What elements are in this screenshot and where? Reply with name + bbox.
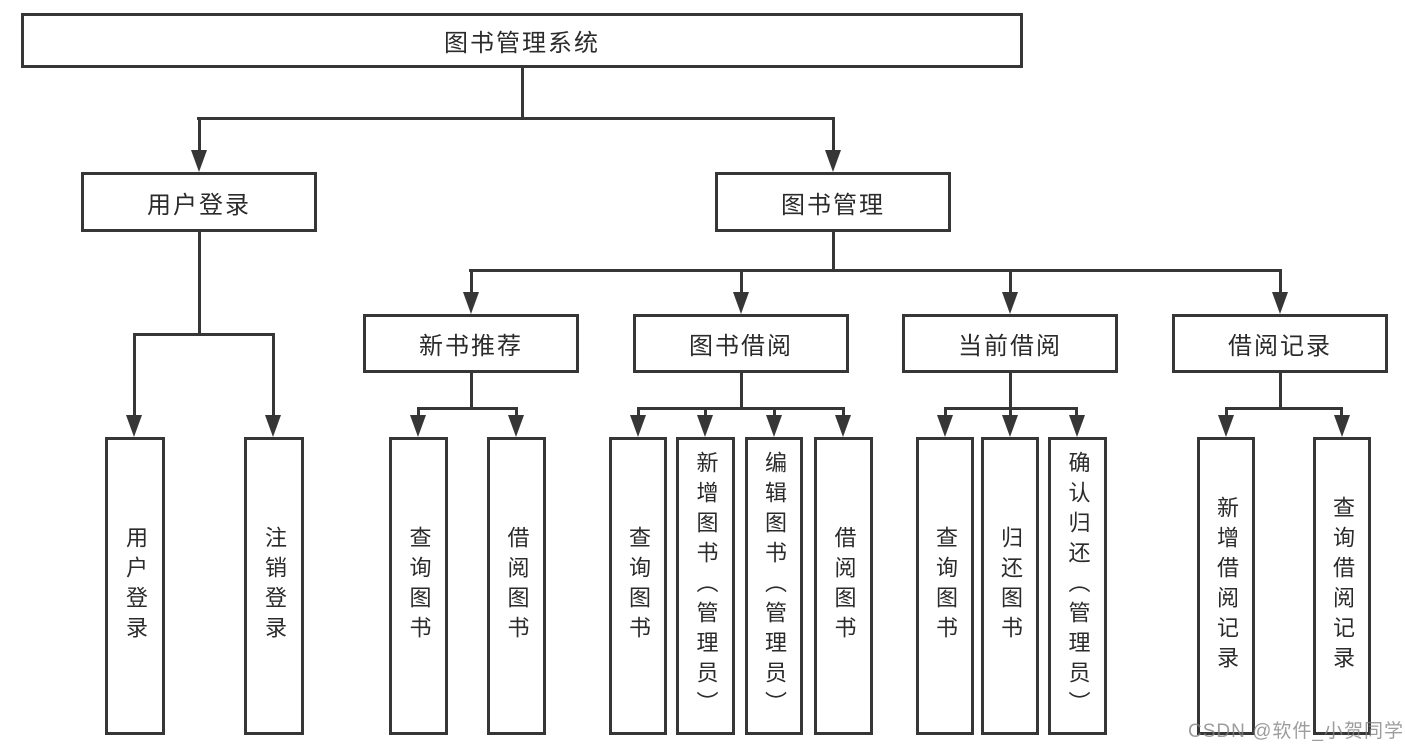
arrow-down-icon [1334, 415, 1350, 437]
arrow-down-icon [825, 150, 841, 172]
node-current-borrow: 当前借阅 [902, 314, 1118, 373]
connector-line [133, 333, 274, 336]
connector-line [842, 407, 845, 417]
connector-line [521, 68, 524, 118]
leaf-query-books-borrow: 查询图书 [609, 437, 667, 735]
leaf-borrow-books-recommend-label: 借阅图书 [504, 526, 530, 646]
connector-line [470, 373, 473, 410]
arrow-down-icon [1002, 292, 1018, 314]
arrow-down-icon [463, 292, 479, 314]
node-user-login: 用户登录 [81, 172, 317, 232]
connector-line [417, 407, 420, 417]
leaf-add-book-admin: 新增图书（管理员） [676, 437, 735, 735]
connector-line [1279, 269, 1282, 295]
arrow-down-icon [697, 415, 713, 437]
connector-line [1340, 407, 1343, 417]
node-book-management: 图书管理 [715, 172, 951, 232]
leaf-query-books-current: 查询图书 [916, 437, 974, 735]
connector-line [1279, 373, 1282, 410]
leaf-edit-book-admin: 编辑图书（管理员） [745, 437, 803, 735]
arrow-down-icon [937, 415, 953, 437]
node-borrow-records-label: 借阅记录 [1228, 333, 1332, 360]
node-book-management-label: 图书管理 [781, 191, 885, 219]
leaf-borrow-books-borrow: 借阅图书 [814, 437, 873, 735]
arrow-down-icon [766, 415, 782, 437]
arrow-down-icon [1272, 292, 1288, 314]
connector-line [198, 232, 201, 336]
arrow-down-icon [1069, 415, 1085, 437]
leaf-confirm-return-admin-label: 确认归还（管理员） [1065, 451, 1091, 721]
leaf-query-books-recommend-label: 查询图书 [406, 526, 432, 646]
node-book-borrow: 图书借阅 [633, 314, 849, 373]
arrow-down-icon [191, 150, 207, 172]
leaf-confirm-return-admin: 确认归还（管理员） [1048, 437, 1107, 735]
leaf-return-book-label: 归还图书 [998, 526, 1023, 646]
arrow-down-icon [508, 415, 524, 437]
node-borrow-records: 借阅记录 [1172, 314, 1388, 373]
connector-line [1225, 407, 1228, 417]
node-user-login-label: 用户登录 [147, 191, 251, 219]
arrow-down-icon [1218, 415, 1234, 437]
connector-line [1009, 407, 1012, 417]
arrow-down-icon [410, 415, 426, 437]
leaf-logout-label: 注销登录 [262, 526, 287, 646]
leaf-return-book: 归还图书 [981, 437, 1039, 735]
root-node: 图书管理系统 [21, 13, 1023, 68]
connector-line [832, 232, 835, 272]
connector-line [944, 407, 947, 417]
connector-line [198, 117, 201, 153]
connector-line [1075, 407, 1078, 417]
arrow-down-icon [630, 415, 646, 437]
arrow-down-icon [1002, 415, 1018, 437]
connector-line [704, 407, 707, 417]
leaf-edit-book-admin-label: 编辑图书（管理员） [762, 451, 787, 721]
connector-line [197, 117, 834, 120]
arrow-down-icon [265, 415, 281, 437]
leaf-add-borrow-record: 新增借阅记录 [1197, 437, 1255, 735]
arrow-down-icon [126, 415, 142, 437]
leaf-add-borrow-record-label: 新增借阅记录 [1214, 496, 1239, 676]
node-new-book-recommend: 新书推荐 [363, 314, 579, 373]
connector-line [470, 269, 473, 295]
connector-line [1009, 373, 1012, 410]
arrow-down-icon [733, 292, 749, 314]
csdn-watermark: CSDN @软件_小贺同学 [1188, 721, 1404, 742]
node-current-borrow-label: 当前借阅 [958, 333, 1062, 360]
root-node-label: 图书管理系统 [444, 30, 600, 57]
leaf-logout: 注销登录 [244, 437, 304, 735]
leaf-query-books-borrow-label: 查询图书 [626, 526, 651, 646]
connector-line [515, 407, 518, 417]
connector-line [740, 269, 743, 295]
leaf-query-books-current-label: 查询图书 [933, 526, 958, 646]
node-new-book-recommend-label: 新书推荐 [419, 333, 523, 360]
leaf-query-books-recommend: 查询图书 [389, 437, 448, 735]
connector-line [469, 269, 1281, 272]
connector-line [417, 407, 517, 410]
connector-line [1225, 407, 1343, 410]
connector-line [740, 373, 743, 410]
connector-line [832, 117, 835, 153]
connector-line [637, 407, 640, 417]
leaf-user-login-label: 用户登录 [123, 526, 148, 646]
connector-line [637, 407, 845, 410]
leaf-add-book-admin-label: 新增图书（管理员） [693, 451, 719, 721]
connector-line [133, 333, 136, 417]
arrow-down-icon [835, 415, 851, 437]
node-book-borrow-label: 图书借阅 [689, 333, 793, 360]
leaf-borrow-books-borrow-label: 借阅图书 [831, 526, 857, 646]
connector-line [272, 333, 275, 417]
leaf-user-login: 用户登录 [105, 437, 165, 735]
leaf-query-borrow-record: 查询借阅记录 [1313, 437, 1371, 735]
leaf-borrow-books-recommend: 借阅图书 [487, 437, 546, 735]
leaf-query-borrow-record-label: 查询借阅记录 [1330, 496, 1355, 676]
connector-line [1009, 269, 1012, 295]
connector-line [773, 407, 776, 417]
